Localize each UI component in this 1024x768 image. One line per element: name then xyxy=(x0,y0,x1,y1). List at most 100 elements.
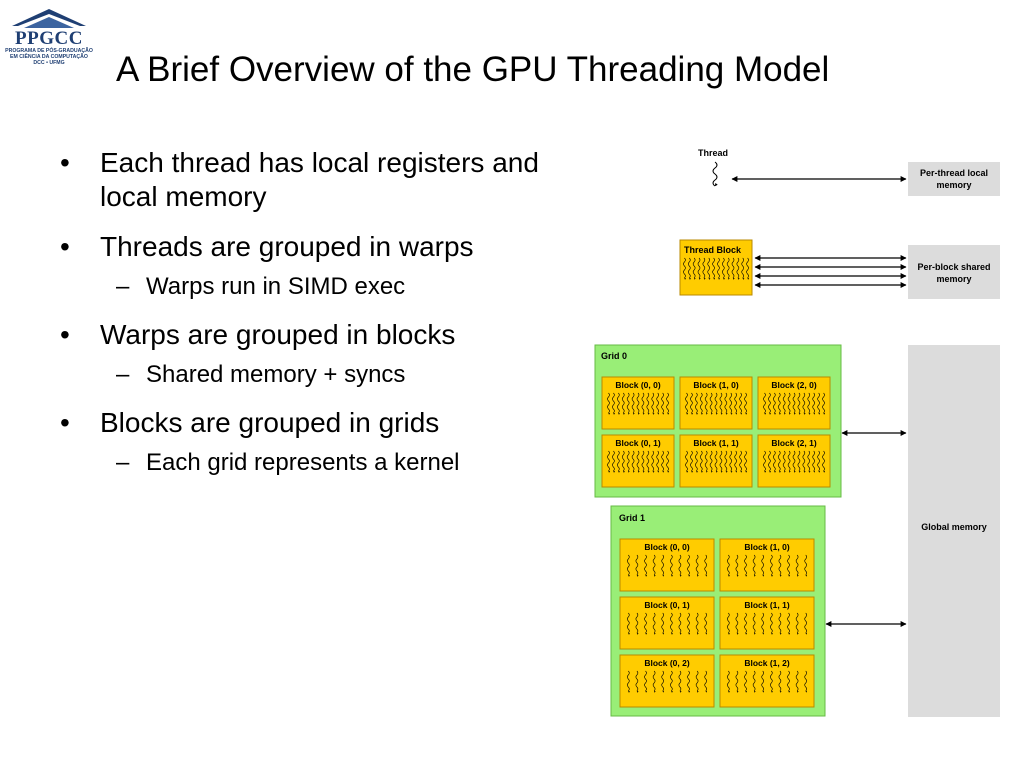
thread-icon xyxy=(752,670,756,693)
thread-icon xyxy=(644,612,648,635)
thread-icon xyxy=(729,450,733,473)
thread-icon xyxy=(635,554,639,577)
thread-icon xyxy=(656,392,660,415)
grid-block-label: Block (1, 1) xyxy=(693,438,739,448)
thread-icon xyxy=(735,670,739,693)
thread-icon xyxy=(727,612,731,635)
thread-icon xyxy=(612,392,616,415)
thread-icon xyxy=(652,554,656,577)
bullet-item: Threads are grouped in warps xyxy=(58,230,578,264)
grid-block: Block (0, 1) xyxy=(619,596,715,650)
thread-icon xyxy=(804,612,808,635)
thread-icon xyxy=(652,670,656,693)
grid-block: Block (1, 0) xyxy=(719,538,815,592)
thread-icon xyxy=(739,392,743,415)
gpu-memory-hierarchy-diagram: Per-thread local memory Per-block shared… xyxy=(594,148,1000,717)
thread-icon xyxy=(795,554,799,577)
grid-block: Block (0, 2) xyxy=(619,654,715,708)
thread-icon xyxy=(735,554,739,577)
thread-icon xyxy=(727,554,731,577)
thread-icon xyxy=(709,392,713,415)
thread-icon xyxy=(704,450,708,473)
grid-block-label: Block (2, 0) xyxy=(771,380,817,390)
grid-block-box xyxy=(601,376,675,430)
thread-icon xyxy=(778,554,782,577)
thread-icon xyxy=(678,554,682,577)
thread-icon xyxy=(707,257,711,280)
thread-icon xyxy=(763,392,767,415)
thread-icon xyxy=(631,392,635,415)
grid-block-label: Block (1, 2) xyxy=(744,658,790,668)
thread-block-threads xyxy=(683,257,750,280)
sub-bullet-item: Each grid represents a kernel xyxy=(58,448,578,478)
grid-block: Block (2, 0) xyxy=(757,376,831,430)
thread-icon xyxy=(802,392,806,415)
global-memory-label: Global memory xyxy=(921,522,987,532)
thread-icon xyxy=(773,450,777,473)
logo-roof-icon xyxy=(12,9,86,28)
thread-icon xyxy=(797,450,801,473)
grid-block: Block (1, 1) xyxy=(719,596,815,650)
thread-icon xyxy=(787,450,791,473)
grid-block: Block (0, 0) xyxy=(601,376,675,430)
thread-icon xyxy=(709,450,713,473)
thread-icon xyxy=(699,392,704,415)
grid-block: Block (0, 0) xyxy=(619,538,715,592)
thread-icon xyxy=(741,257,745,280)
thread-icon xyxy=(635,612,639,635)
thread-icon xyxy=(661,392,665,415)
thread-icon xyxy=(777,450,782,473)
thread-icon xyxy=(704,670,708,693)
thread-icon xyxy=(656,450,660,473)
thread-icon xyxy=(635,670,639,693)
grid-block-box xyxy=(679,376,753,430)
thread-icon xyxy=(651,392,655,415)
thread-icon xyxy=(817,392,821,415)
grid-block-label: Block (1, 1) xyxy=(744,600,790,610)
grid-block-box xyxy=(757,434,831,488)
grid-block-label: Block (1, 0) xyxy=(744,542,790,552)
thread-icon xyxy=(666,392,670,415)
thread-icon xyxy=(644,670,648,693)
thread-block-label: Thread Block xyxy=(684,245,742,255)
thread-icon xyxy=(687,612,691,635)
thread-icon xyxy=(695,450,699,473)
thread-icon xyxy=(631,450,635,473)
thread-icon xyxy=(770,554,774,577)
grid1-label: Grid 1 xyxy=(619,513,645,523)
thread-icon xyxy=(719,392,723,415)
grid-block-label: Block (1, 0) xyxy=(693,380,739,390)
thread-icon xyxy=(646,450,650,473)
grid1-blocks: Block (0, 0)Block (1, 0)Block (0, 1)Bloc… xyxy=(619,538,815,708)
thread-icon xyxy=(744,612,748,635)
per-thread-memory-label: memory xyxy=(936,180,971,190)
thread-icon xyxy=(646,392,650,415)
thread-icon xyxy=(797,392,801,415)
thread-icon xyxy=(782,450,786,473)
thread-icon xyxy=(661,612,665,635)
thread-icon xyxy=(636,392,640,415)
thread-icon xyxy=(661,670,665,693)
thread-icon xyxy=(666,450,670,473)
thread-icon xyxy=(690,392,694,415)
thread-icon xyxy=(612,450,616,473)
thread-icon xyxy=(697,257,701,280)
per-block-memory-label: memory xyxy=(936,274,971,284)
per-thread-memory-label: Per-thread local xyxy=(920,168,988,178)
thread-icon xyxy=(714,392,718,415)
thread-icon xyxy=(683,257,687,280)
thread-icon xyxy=(690,450,694,473)
thread-icon xyxy=(778,670,782,693)
thread-icon xyxy=(704,612,708,635)
thread-icon xyxy=(641,450,645,473)
bullet-item: Each thread has local registers and loca… xyxy=(58,146,578,214)
thread-icon xyxy=(782,392,786,415)
thread-icon xyxy=(687,670,691,693)
thread-icon xyxy=(773,392,777,415)
thread-icon xyxy=(652,612,656,635)
thread-icon xyxy=(687,554,691,577)
thread-icon xyxy=(744,554,748,577)
thread-icon xyxy=(695,670,699,693)
thread-icon xyxy=(699,450,704,473)
thread-icon xyxy=(729,392,733,415)
